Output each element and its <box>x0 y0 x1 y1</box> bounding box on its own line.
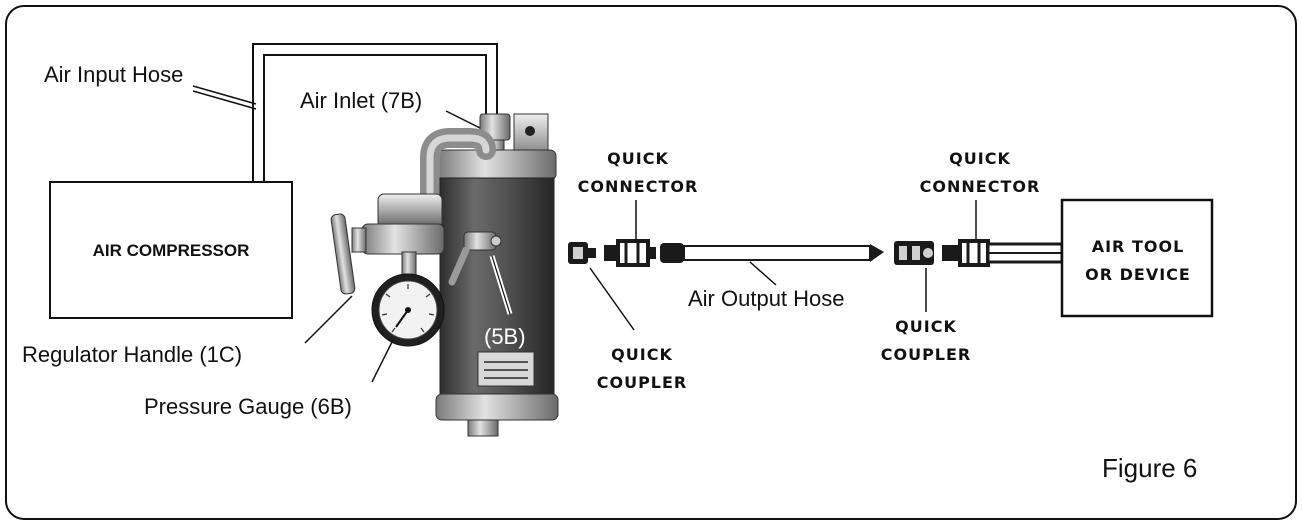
regulator-handle-label: Regulator Handle (1C) <box>22 342 242 367</box>
filter-regulator-unit <box>330 113 559 437</box>
air-tool-label-line2: OR DEVICE <box>1085 265 1191 284</box>
tank-bottom <box>435 393 559 421</box>
figure-caption: Figure 6 <box>1102 453 1197 483</box>
quick-connector-2 <box>942 239 990 267</box>
air-tool-label-line1: AIR TOOL <box>1092 237 1185 256</box>
quick-coupler-2 <box>894 241 934 265</box>
air-input-hose <box>252 43 498 182</box>
air-compressor-box <box>49 181 293 319</box>
air-output-hose-label: Air Output Hose <box>688 286 845 311</box>
quick-coupler-2-label-line2: COUPLER <box>881 345 972 364</box>
regulator-t-handle <box>330 213 356 295</box>
drain-valve-label: (5B) <box>484 324 526 349</box>
quick-connector-1 <box>604 239 656 267</box>
quick-coupler-2-label-line1: QUICK <box>895 317 957 336</box>
air-inlet-label: Air Inlet (7B) <box>300 88 422 113</box>
quick-coupler-1-label-line2: COUPLER <box>597 373 688 392</box>
regulator-body <box>377 193 443 229</box>
drain-valve-leader-outline <box>491 255 511 315</box>
quick-connector-2-label-line2: CONNECTOR <box>920 177 1041 196</box>
air-input-hose-leader-2 <box>192 90 257 110</box>
tool-hose <box>986 242 1064 264</box>
air-input-hose-leader <box>192 85 257 105</box>
quick-connector-1-label-line2: CONNECTOR <box>578 177 699 196</box>
quick-connector-2-label-line1: QUICK <box>949 149 1011 168</box>
quick-coupler-1 <box>568 242 596 264</box>
air-compressor-label: AIR COMPRESSOR <box>93 241 250 260</box>
air-tool-box <box>1060 198 1214 318</box>
quick-coupler-1-label-line1: QUICK <box>611 345 673 364</box>
pressure-gauge-label: Pressure Gauge (6B) <box>144 394 352 419</box>
quick-connector-1-label-line1: QUICK <box>607 149 669 168</box>
pressure-gauge-leader <box>371 339 394 383</box>
quick-coupler-1-leader <box>589 267 635 331</box>
air-input-hose-label: Air Input Hose <box>44 62 183 87</box>
tank-head <box>437 149 557 181</box>
figure-frame <box>5 5 1297 520</box>
regulator-handle-leader <box>304 295 353 344</box>
air-output-hose <box>660 243 884 263</box>
air-inlet-leader <box>445 110 485 131</box>
air-output-hose-leader <box>749 261 777 286</box>
drain-plug <box>467 419 499 437</box>
